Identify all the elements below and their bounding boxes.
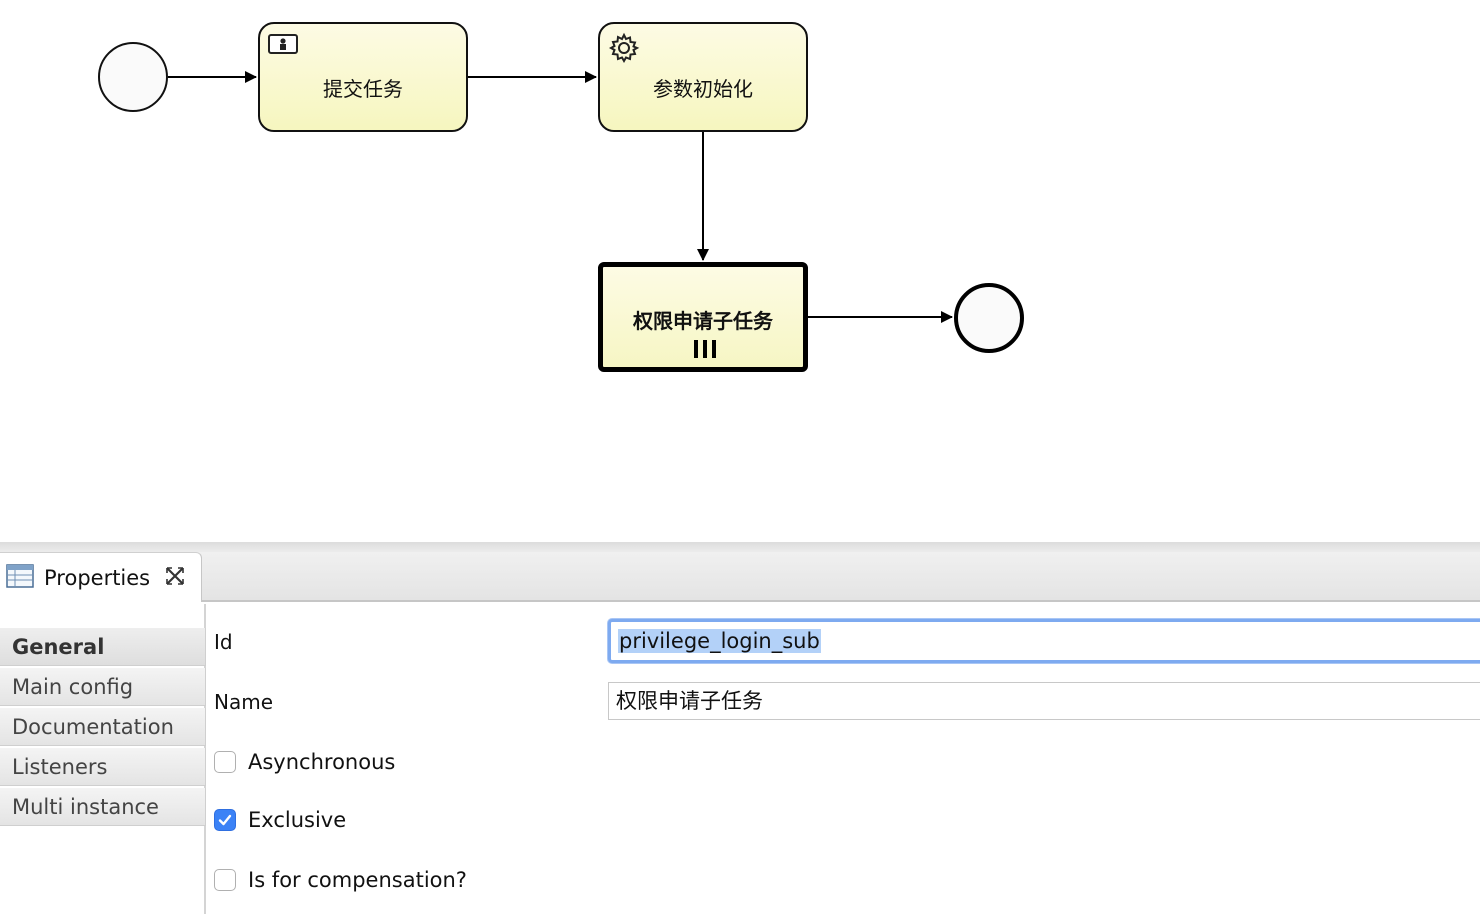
service-task-init[interactable]: 参数初始化 (598, 22, 808, 132)
task-label: 提交任务 (323, 76, 403, 101)
tab-main-config[interactable]: Main config (0, 668, 206, 706)
asynchronous-option[interactable]: Asynchronous (214, 750, 395, 774)
checkmark-icon (218, 814, 232, 826)
close-icon[interactable] (164, 565, 186, 591)
properties-view-tab[interactable]: Properties (0, 552, 202, 602)
tab-documentation[interactable]: Documentation (0, 708, 206, 746)
property-section-tabs: General Main config Documentation Listen… (0, 628, 206, 828)
exclusive-label: Exclusive (248, 808, 347, 832)
exclusive-option[interactable]: Exclusive (214, 808, 346, 832)
end-event[interactable] (954, 283, 1024, 353)
exclusive-checkbox[interactable] (214, 809, 236, 831)
diagram-canvas[interactable]: 提交任务 参数初始化 权限申请子任务 (0, 0, 1480, 542)
compensation-option[interactable]: Is for compensation? (214, 868, 467, 892)
properties-view: Properties General Main config Documenta… (0, 542, 1480, 914)
compensation-checkbox[interactable] (214, 869, 236, 891)
sequence-flows (168, 71, 953, 323)
tab-multi-instance[interactable]: Multi instance (0, 788, 206, 826)
name-field[interactable]: 权限申请子任务 (608, 682, 1480, 720)
id-field[interactable]: privilege_login_sub (608, 619, 1480, 663)
sash[interactable] (0, 542, 1480, 552)
id-label: Id (214, 630, 233, 654)
user-task-submit[interactable]: 提交任务 (258, 22, 468, 132)
tab-general[interactable]: General (0, 628, 206, 666)
properties-table-icon (6, 563, 34, 592)
start-event[interactable] (98, 42, 168, 112)
name-label: Name (214, 690, 274, 714)
tab-listeners[interactable]: Listeners (0, 748, 206, 786)
id-field-value: privilege_login_sub (618, 629, 821, 653)
view-tab-strip: Properties (0, 552, 1480, 602)
task-label: 权限申请子任务 (633, 308, 773, 333)
task-label: 参数初始化 (653, 76, 753, 101)
asynchronous-checkbox[interactable] (214, 751, 236, 773)
subprocess-task-selected[interactable]: 权限申请子任务 (598, 262, 808, 372)
view-title: Properties (44, 565, 151, 590)
compensation-label: Is for compensation? (248, 868, 467, 892)
multi-instance-marker-icon (692, 339, 718, 359)
asynchronous-label: Asynchronous (248, 750, 396, 774)
